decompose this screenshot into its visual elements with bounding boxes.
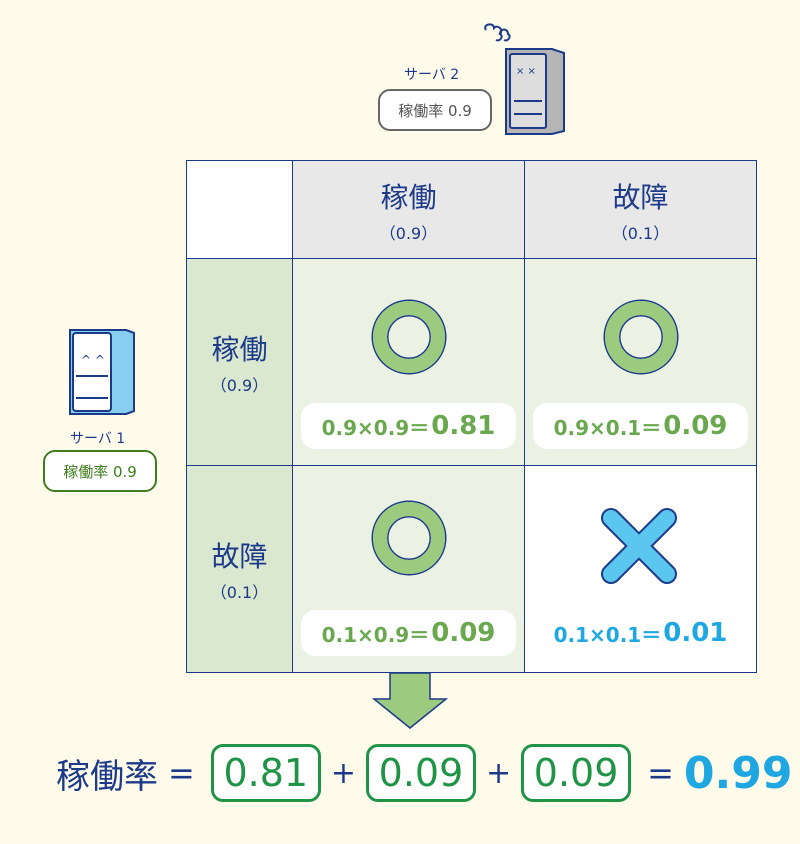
cell-up-up: 0.9×0.9＝0.81 bbox=[292, 258, 525, 466]
availability-equation: 稼働率 = 0.81 + 0.09 + 0.09 = 0.99 bbox=[56, 744, 792, 802]
term-box: 0.81 bbox=[210, 744, 321, 802]
server2-rate-badge: 稼働率 0.9 bbox=[378, 89, 492, 131]
col-header-up: 稼働（0.9） bbox=[292, 160, 525, 259]
svg-text:^ ^: ^ ^ bbox=[81, 353, 105, 367]
broken-server-icon: × × bbox=[484, 23, 565, 135]
server1-label: サーバ 1 bbox=[70, 431, 126, 447]
term-box: 0.09 bbox=[365, 744, 476, 802]
term-box: 0.09 bbox=[521, 744, 632, 802]
down-arrow-icon bbox=[372, 672, 448, 729]
cell-up-down: 0.9×0.1＝0.09 bbox=[524, 258, 757, 466]
cell-down-up: 0.1×0.9＝0.09 bbox=[292, 465, 525, 673]
row-header-up: 稼働（0.9） bbox=[186, 258, 293, 466]
circle-icon bbox=[372, 301, 445, 373]
circle-icon bbox=[604, 301, 677, 373]
col-header-down: 故障（0.1） bbox=[524, 160, 757, 259]
happy-server-icon: ^ ^ bbox=[69, 329, 135, 415]
corner-cell bbox=[186, 160, 293, 259]
cell-down-down: 0.1×0.1＝0.01 bbox=[524, 465, 757, 673]
server2-label: サーバ 2 bbox=[404, 67, 460, 83]
svg-text:× ×: × × bbox=[516, 66, 536, 77]
circle-icon bbox=[372, 502, 445, 574]
server1-rate-badge: 稼働率 0.9 bbox=[43, 450, 157, 492]
availability-matrix: 稼働（0.9） 故障（0.1） 稼働（0.9） 0.9×0.9＝0.81 0.9… bbox=[186, 160, 757, 673]
result-value: 0.99 bbox=[683, 747, 793, 799]
cross-icon bbox=[601, 508, 677, 584]
row-header-down: 故障（0.1） bbox=[186, 465, 293, 673]
